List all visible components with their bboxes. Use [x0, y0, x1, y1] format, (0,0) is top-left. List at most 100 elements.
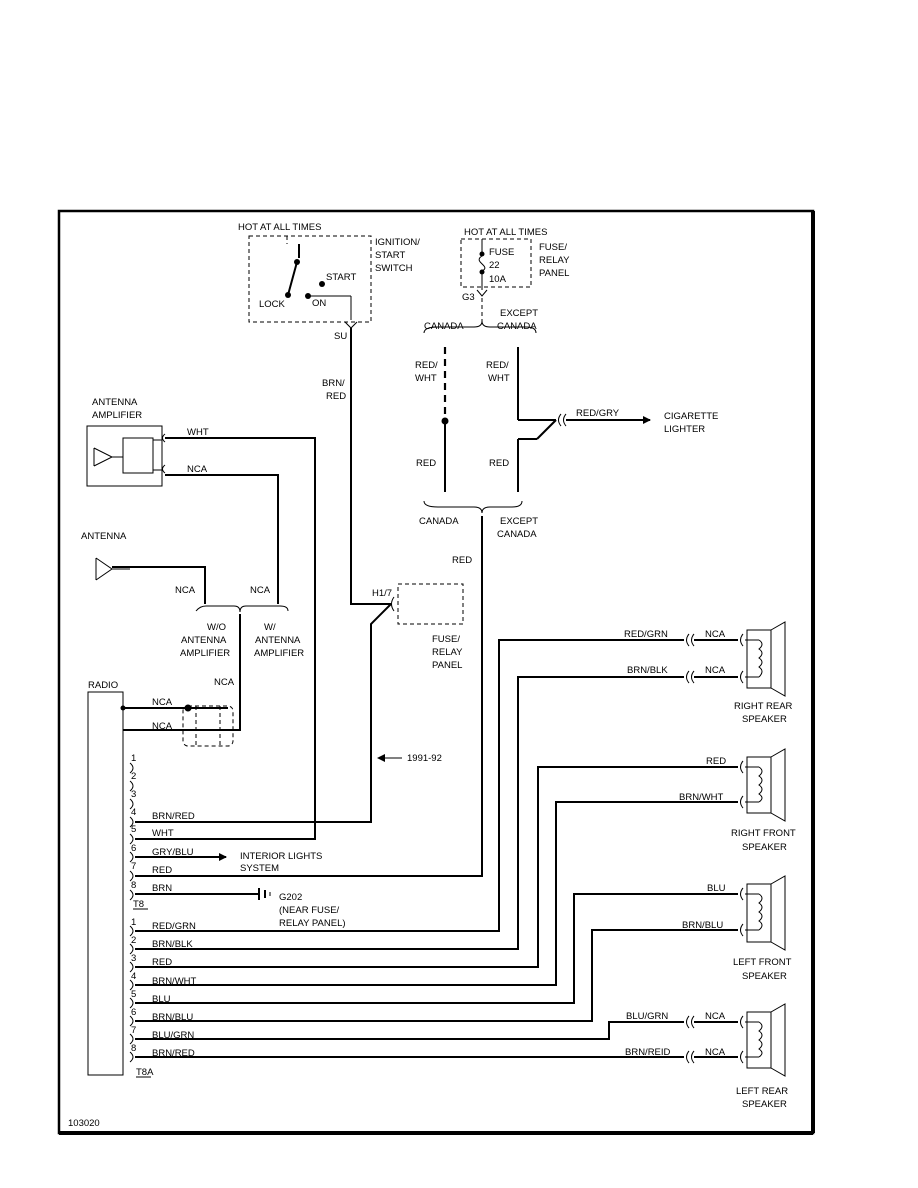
svg-text:W/O: W/O	[207, 622, 226, 633]
svg-text:BRN/REID: BRN/REID	[625, 1047, 671, 1058]
t8-pin-4: 4 BRN/RED	[129, 807, 195, 828]
svg-text:ANTENNA: ANTENNA	[92, 397, 138, 408]
svg-text:BRN/WHT: BRN/WHT	[679, 792, 724, 803]
svg-text:BRN/RED: BRN/RED	[152, 811, 195, 822]
svg-text:START: START	[375, 250, 405, 261]
svg-text:NCA: NCA	[214, 677, 235, 688]
svg-text:BLU/GRN: BLU/GRN	[152, 1030, 194, 1041]
svg-text:RED: RED	[489, 458, 509, 469]
svg-text:H1/7: H1/7	[372, 588, 392, 599]
cigarette-lighter: RED/GRY CIGARETTE LIGHTER	[558, 408, 718, 435]
fuse-relay-panel-top: HOT AT ALL TIMES FUSE 22 10A FUSE/ RELAY…	[460, 227, 570, 322]
svg-text:START: START	[326, 272, 356, 283]
svg-text:FUSE/: FUSE/	[539, 242, 567, 253]
radio: RADIO NCA NCA	[87, 680, 173, 1076]
svg-text:RELAY: RELAY	[539, 255, 570, 266]
svg-text:BLU: BLU	[152, 994, 171, 1005]
speaker-right-rear: RIGHT REAR SPEAKER	[734, 621, 793, 725]
svg-text:T8A: T8A	[136, 1067, 154, 1078]
svg-text:CANADA: CANADA	[424, 321, 464, 332]
svg-text:NCA: NCA	[175, 585, 196, 596]
svg-text:ANTENNA: ANTENNA	[81, 531, 127, 542]
radio-antenna-input	[120, 704, 234, 747]
svg-text:GRY/BLU: GRY/BLU	[152, 847, 194, 858]
svg-text:BRN/BLU: BRN/BLU	[152, 1012, 193, 1023]
svg-text:LIGHTER: LIGHTER	[664, 424, 705, 435]
svg-text:RED: RED	[152, 865, 172, 876]
svg-text:WHT: WHT	[488, 373, 510, 384]
svg-text:3: 3	[131, 953, 136, 964]
svg-text:4: 4	[131, 807, 136, 818]
t8-pin-6: 6 GRY/BLU	[129, 843, 194, 863]
svg-text:NCA: NCA	[705, 1011, 726, 1022]
svg-text:WHT: WHT	[152, 828, 174, 839]
year-note: 1991-92	[377, 753, 442, 764]
svg-text:BLU/GRN: BLU/GRN	[626, 1011, 668, 1022]
svg-text:10A: 10A	[489, 274, 507, 285]
svg-text:1991-92: 1991-92	[407, 753, 442, 764]
svg-text:W/: W/	[264, 622, 276, 633]
svg-text:1: 1	[131, 917, 136, 928]
variant-split-lower: CANADA EXCEPT CANADA RED	[419, 500, 538, 566]
svg-text:G3: G3	[462, 292, 475, 303]
antenna-amplifier: ANTENNA AMPLIFIER WHT NCA	[86, 397, 209, 487]
svg-text:NCA: NCA	[152, 697, 173, 708]
svg-text:RED: RED	[706, 756, 726, 767]
svg-text:SYSTEM: SYSTEM	[240, 863, 279, 874]
svg-text:BRN/WHT: BRN/WHT	[152, 976, 197, 987]
svg-text:EXCEPT: EXCEPT	[500, 308, 538, 319]
svg-text:INTERIOR LIGHTS: INTERIOR LIGHTS	[240, 851, 322, 862]
t8-pin-2: 2	[129, 771, 136, 792]
svg-text:LEFT FRONT: LEFT FRONT	[733, 957, 792, 968]
svg-text:AMPLIFIER: AMPLIFIER	[180, 648, 230, 659]
svg-text:6: 6	[131, 843, 136, 854]
svg-text:(NEAR FUSE/: (NEAR FUSE/	[279, 905, 340, 916]
svg-text:7: 7	[131, 1025, 136, 1036]
svg-text:CANADA: CANADA	[497, 321, 537, 332]
svg-text:1: 1	[131, 753, 136, 764]
svg-text:NCA: NCA	[250, 585, 271, 596]
t8-pin-8: 8 BRN	[129, 880, 172, 901]
svg-text:CIGARETTE: CIGARETTE	[664, 411, 718, 422]
svg-text:NCA: NCA	[187, 464, 208, 475]
diagram-frame	[57, 209, 815, 1135]
t8-pin-3: 3	[129, 789, 136, 810]
svg-text:BRN: BRN	[152, 883, 172, 894]
svg-text:SPEAKER: SPEAKER	[742, 842, 787, 853]
svg-text:22: 22	[489, 260, 500, 271]
svg-text:8: 8	[131, 880, 136, 891]
svg-text:BRN/BLU: BRN/BLU	[682, 920, 723, 931]
ignition-switch: HOT AT ALL TIMES START LOCK ON IGNITION/…	[238, 222, 420, 402]
fuse-relay-panel-mid: H1/7 FUSE/ RELAY PANEL	[372, 583, 464, 671]
variant-split-upper: CANADA EXCEPT CANADA RED/ WHT RED/ WHT R…	[415, 308, 557, 492]
svg-text:T8: T8	[133, 899, 144, 910]
svg-text:PANEL: PANEL	[432, 660, 462, 671]
svg-text:2: 2	[131, 771, 136, 782]
figure-id: 103020	[68, 1118, 100, 1129]
antenna-variant-split: NCA NCA W/O ANTENNA AMPLIFIER W/ ANTENNA…	[175, 585, 304, 688]
svg-text:FUSE: FUSE	[489, 247, 514, 258]
svg-text:LOCK: LOCK	[259, 299, 286, 310]
svg-text:WHT: WHT	[187, 427, 209, 438]
svg-text:RIGHT REAR: RIGHT REAR	[734, 701, 793, 712]
svg-text:HOT AT ALL TIMES: HOT AT ALL TIMES	[464, 227, 547, 238]
svg-text:BRN/BLK: BRN/BLK	[152, 939, 193, 950]
svg-text:RED/GRN: RED/GRN	[624, 629, 668, 640]
svg-text:BLU: BLU	[707, 883, 726, 894]
speaker-right-front: RIGHT FRONT SPEAKER	[731, 748, 796, 853]
svg-text:SU: SU	[334, 331, 347, 342]
svg-text:NCA: NCA	[705, 629, 726, 640]
svg-text:7: 7	[131, 861, 136, 872]
svg-text:3: 3	[131, 789, 136, 800]
svg-text:ANTENNA: ANTENNA	[181, 635, 227, 646]
svg-text:BRN/RED: BRN/RED	[152, 1048, 195, 1059]
svg-text:RED/: RED/	[486, 360, 509, 371]
svg-text:BRN/BLK: BRN/BLK	[627, 665, 668, 676]
